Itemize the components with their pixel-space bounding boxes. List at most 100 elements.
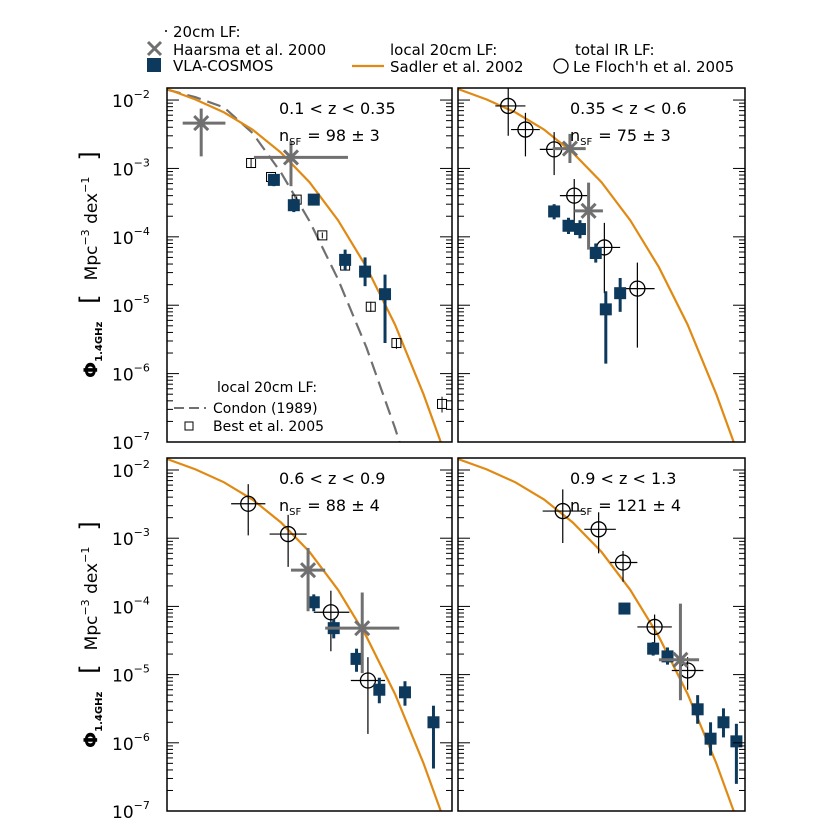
- vla-point: [307, 596, 320, 609]
- nsf-count-label: nSF= 75 ± 3: [570, 126, 671, 148]
- panel-top-left: 10−210−310−410−510−610−70.1 < z < 0.35nS…: [112, 87, 453, 454]
- y-tick-label: 10−6: [112, 362, 150, 386]
- y-tick-exponent: −6: [134, 362, 150, 375]
- legend-haarsma-marker: [146, 40, 163, 57]
- y-tick-label: 10−5: [112, 663, 150, 687]
- nsf-symbol: n: [570, 126, 580, 145]
- redshift-range-label: 0.35 < z < 0.6: [570, 99, 687, 118]
- vla-point: [562, 219, 575, 232]
- legend-vla-label: VLA-COSMOS: [173, 57, 273, 75]
- vla-point: [548, 205, 561, 218]
- best-point: [246, 158, 257, 169]
- nsf-value: = 98 ± 3: [307, 126, 380, 145]
- vla-point: [704, 732, 717, 745]
- haarsma-star-b: [282, 149, 300, 166]
- y-tick-base: 10: [112, 366, 134, 386]
- inset-condon-label: Condon (1989): [213, 401, 318, 417]
- y-axis-title-top: Φ1.4GHz[Mpc−3 dex−1]: [75, 151, 105, 378]
- nsf-subscript: SF: [580, 137, 592, 148]
- best-point: [437, 398, 448, 409]
- sadler-curve: [167, 88, 442, 442]
- legend-20cm-header: 20cm LF:: [173, 23, 241, 41]
- y-tick-label: 10−2: [112, 88, 150, 112]
- legend-haarsma-label: Haarsma et al. 2000: [173, 41, 326, 59]
- nsf-count-label: nSF= 88 ± 4: [279, 496, 380, 518]
- panel-top-right: 0.35 < z < 0.6 nSF= 75 ± 3: [457, 87, 746, 443]
- chart-panels: 10−210−310−410−510−610−70.1 < z < 0.35nS…: [112, 87, 746, 823]
- haarsma-star-b: [672, 651, 689, 668]
- y-tick-base: 10: [112, 803, 134, 823]
- lefloch-point: [240, 495, 257, 512]
- nsf-count-label: nSF= 98 ± 3: [279, 126, 380, 148]
- inset-best-marker: [184, 421, 194, 431]
- y-axis-unit-mpc: Mpc: [82, 246, 102, 281]
- y-axis-phi: Φ: [80, 362, 102, 378]
- vla-point: [398, 686, 411, 699]
- best-point: [317, 230, 328, 241]
- vla-point: [379, 288, 392, 301]
- panel-frame: [457, 87, 746, 443]
- best-point: [365, 301, 376, 312]
- y-tick-base: 10: [112, 530, 134, 550]
- vla-point: [573, 223, 586, 236]
- figure-legend: 20cm LF: Haarsma et al. 2000 VLA-COSMOS …: [146, 23, 734, 76]
- legend-local-header: local 20cm LF:: [390, 41, 497, 59]
- vla-point: [427, 716, 440, 729]
- haarsma-star-b: [300, 562, 317, 579]
- legend-ir-header: total IR LF:: [575, 41, 655, 59]
- lefloch-point: [500, 97, 517, 115]
- nsf-value: = 121 ± 4: [598, 496, 681, 515]
- panel-plot-area: [167, 458, 442, 811]
- lefloch-point: [517, 121, 534, 138]
- nsf-symbol: n: [279, 126, 289, 145]
- lefloch-point: [359, 672, 377, 689]
- y-tick-exponent: −5: [134, 293, 150, 306]
- y-axis-unit-mpc: Mpc: [82, 616, 102, 651]
- vla-point: [373, 683, 386, 696]
- y-tick-base: 10: [112, 735, 134, 755]
- y-tick-base: 10: [112, 667, 134, 687]
- y-tick-base: 10: [112, 160, 134, 180]
- y-axis-unit-dex: dex: [82, 193, 102, 229]
- y-tick-label: 10−4: [112, 594, 150, 618]
- y-tick-exponent: −4: [134, 225, 150, 238]
- y-tick-base: 10: [112, 434, 134, 454]
- inset-legend-header: local 20cm LF:: [217, 380, 317, 396]
- vla-point: [589, 247, 602, 260]
- y-axis-unit-exp1: −3: [79, 229, 92, 245]
- y-tick-exponent: −6: [134, 731, 150, 744]
- inset-best-label: Best et al. 2005: [213, 419, 324, 435]
- y-tick-exponent: −3: [134, 526, 150, 539]
- haarsma-star-b: [561, 140, 578, 157]
- y-tick-label: 10−3: [112, 156, 150, 180]
- vla-point: [267, 173, 280, 186]
- vla-point: [730, 735, 743, 748]
- nsf-subscript: SF: [289, 507, 301, 518]
- y-tick-exponent: −5: [134, 663, 150, 676]
- y-axis-open-bracket: [: [75, 664, 103, 673]
- y-tick-base: 10: [112, 462, 134, 482]
- y-axis-open-bracket: [: [75, 294, 103, 303]
- panel-frame: [457, 457, 746, 812]
- vla-point: [691, 703, 704, 716]
- y-tick-label: 10−4: [112, 225, 150, 249]
- lefloch-point: [590, 521, 607, 538]
- y-tick-exponent: −2: [134, 88, 150, 101]
- y-tick-label: 10−3: [112, 526, 150, 550]
- panel-plot-area: [458, 458, 743, 811]
- y-axis-close-bracket: ]: [75, 151, 103, 160]
- y-tick-label: 10−7: [112, 430, 150, 454]
- nsf-count-label: nSF= 121 ± 4: [570, 496, 681, 518]
- condon-curve: [167, 88, 401, 442]
- legend-haarsma-stroke-b: [146, 40, 163, 57]
- panel-plot-area: [458, 88, 735, 442]
- vla-point: [599, 303, 612, 316]
- best-point: [391, 338, 402, 349]
- legend-lefloch-marker: [553, 58, 569, 74]
- y-tick-label: 10−5: [112, 293, 150, 317]
- panel-frame: [166, 457, 453, 812]
- y-axis-title-bottom: Φ1.4GHz[Mpc−3 dex−1]: [75, 521, 105, 748]
- haarsma-star-b: [193, 115, 210, 132]
- vla-point: [287, 199, 300, 212]
